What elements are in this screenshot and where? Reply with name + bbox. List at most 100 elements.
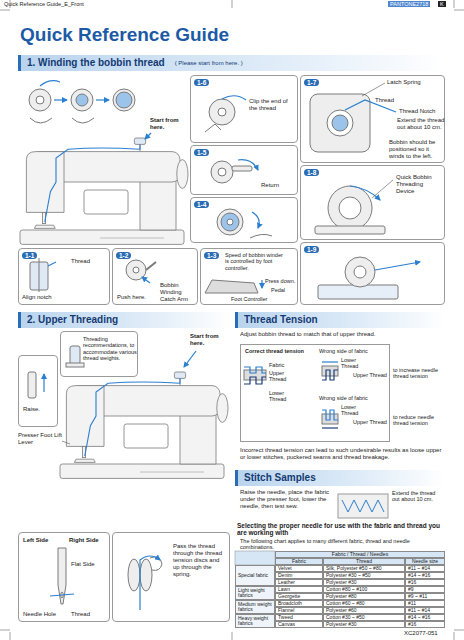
section-band: Thread Tension bbox=[235, 312, 445, 328]
instruction: The following chart applies to many diff… bbox=[240, 538, 445, 551]
caption: Raise. bbox=[23, 406, 55, 413]
print-header: Quick Reference Guide_E_Front bbox=[4, 1, 124, 7]
step-number: 1-3 bbox=[204, 252, 219, 259]
caption: Lower Thread bbox=[341, 357, 371, 370]
table-cell: Medium weight fabrics bbox=[235, 600, 275, 614]
table-cell: Polyester #30 bbox=[323, 579, 405, 586]
section-band: 2. Upper Threading bbox=[18, 312, 230, 328]
step-panel: 1-9 bbox=[300, 242, 445, 305]
section-heading: Thread Tension bbox=[244, 314, 318, 326]
caption: Thread bbox=[375, 97, 405, 104]
section-band: Stitch Samples bbox=[235, 470, 445, 486]
table-cell: Fabric / Thread / Needles bbox=[275, 551, 445, 558]
table-cell: Georgette bbox=[275, 593, 323, 600]
color-mark: K bbox=[438, 1, 446, 7]
caption: Lower Thread bbox=[269, 390, 301, 403]
step-number: 1-9 bbox=[304, 246, 319, 253]
tension-note: to increase needle thread tension bbox=[393, 367, 445, 380]
table-cell: Cotton #30 ~ #50 bbox=[323, 614, 405, 621]
caption: Threading recommendations, to accommodat… bbox=[83, 336, 137, 361]
color-mark: PANTONE2718 bbox=[388, 1, 430, 7]
caption: Needle Hole bbox=[23, 611, 67, 618]
caption: Upper Thread bbox=[269, 370, 301, 383]
caption: Lower Thread bbox=[341, 404, 371, 417]
instruction: Incorrect thread tension can lead to suc… bbox=[240, 447, 445, 461]
caption: Foot Controller bbox=[231, 296, 281, 302]
step-panel: Pass the thread through the thread tensi… bbox=[112, 532, 230, 622]
caption: Upper Thread bbox=[353, 372, 387, 378]
step-panel: 1-4 bbox=[190, 197, 298, 243]
caption: Pedal bbox=[271, 287, 295, 293]
caption: Fabric bbox=[269, 362, 299, 368]
table-cell: Polyester #30 bbox=[323, 621, 405, 628]
section-heading: 2. Upper Threading bbox=[27, 314, 118, 326]
step-panel: 1-5Return bbox=[190, 145, 298, 195]
table-cell: #9 bbox=[405, 586, 445, 593]
table-cell: Special fabric bbox=[235, 565, 275, 586]
caption: Press down. bbox=[265, 278, 297, 284]
caption: Bobbin Winding Catch Arm bbox=[160, 282, 197, 303]
caption: Speed of bobbin winder is controlled by … bbox=[225, 252, 283, 271]
step-number: 1-1 bbox=[22, 252, 37, 259]
step-number: 1-2 bbox=[116, 252, 131, 259]
step-number: 1-5 bbox=[194, 149, 209, 156]
table-cell: #11 ~ #14 bbox=[405, 565, 445, 572]
step-panel: 1-8Quick Bobbin Threading Device bbox=[300, 165, 445, 240]
caption: Clip the end of the thread bbox=[249, 98, 295, 112]
step-number: 1-7 bbox=[304, 79, 319, 86]
table-cell: Tweed bbox=[275, 614, 323, 621]
caption: Extend the thread out about 10 cm. bbox=[397, 117, 445, 131]
table-cell: #9 ~ #11 bbox=[405, 593, 445, 600]
table-cell: #14 ~ #16 bbox=[405, 572, 445, 579]
caption: Right Side bbox=[69, 537, 109, 544]
table-cell: Canvas bbox=[275, 621, 323, 628]
instruction: Raise the needle, place the fabric under… bbox=[240, 489, 336, 510]
page-title: Quick Reference Guide bbox=[20, 24, 229, 46]
table-cell: #16 bbox=[405, 579, 445, 586]
table-cell: Cotton #80 ~ #100 bbox=[323, 586, 405, 593]
section-heading: Stitch Samples bbox=[244, 472, 316, 484]
step-number: 1-6 bbox=[194, 79, 209, 86]
start-note: Start from here. bbox=[150, 117, 188, 131]
caption: Left Side bbox=[23, 537, 63, 544]
caption: Upper Thread bbox=[353, 419, 387, 425]
section-band: 1. Winding the bobbin thread ( Please sta… bbox=[18, 55, 445, 71]
tension-note: to reduce needle thread tension bbox=[393, 414, 445, 427]
step-number: 1-4 bbox=[194, 201, 209, 208]
caption: Wrong side of fabric bbox=[319, 348, 381, 354]
caption: Push here. bbox=[117, 294, 157, 301]
tension-diagram-box: Correct thread tensionFabricUpper Thread… bbox=[240, 344, 390, 442]
part-name: Presser Foot Lift Lever bbox=[18, 432, 62, 446]
table-cell: #16 bbox=[405, 621, 445, 628]
step-panel: 1-7Latch SpringThreadThread NotchExtend … bbox=[300, 75, 445, 163]
table-cell: Denim bbox=[275, 572, 323, 579]
caption: Correct thread tension bbox=[245, 348, 317, 354]
start-note: Start from here. bbox=[190, 333, 230, 347]
table-cell: Polyester #80 bbox=[323, 593, 405, 600]
section-heading: 1. Winding the bobbin thread bbox=[27, 57, 165, 69]
section-heading: Selecting the proper needle for use with… bbox=[237, 522, 445, 537]
table-cell: Velvet bbox=[275, 565, 323, 572]
table-cell: Light weight fabrics bbox=[235, 586, 275, 600]
caption: Align notch bbox=[22, 294, 72, 301]
table-cell: Polyester #30 ~ #50 bbox=[323, 572, 405, 579]
caption: Pass the thread through the thread tensi… bbox=[173, 543, 227, 577]
caption: Wrong side of fabric bbox=[319, 395, 381, 401]
table-cell: Heavy weight fabrics bbox=[235, 614, 275, 628]
table-cell: #11 bbox=[405, 600, 445, 607]
table-cell: Silk, Polyester #50 ~ #80 bbox=[323, 565, 405, 572]
caption: Return bbox=[261, 182, 293, 189]
instruction: Adjust bobbin thread to match that of up… bbox=[240, 331, 445, 338]
section-heading: ( Please start from here. ) bbox=[175, 60, 243, 67]
step-number: 1-8 bbox=[304, 169, 319, 176]
table-cell: Thread bbox=[323, 558, 405, 565]
table-cell: Needle size bbox=[405, 558, 445, 565]
table-cell: Fabric bbox=[275, 558, 323, 565]
step-panel: 1-1Align notchThread bbox=[18, 248, 110, 305]
table-cell: Lawn bbox=[275, 586, 323, 593]
table-cell: Leather bbox=[275, 579, 323, 586]
caption: Thread Notch bbox=[399, 108, 443, 115]
step-panel: Raise. bbox=[18, 355, 58, 427]
step-panel: Threading recommendations, to accommodat… bbox=[60, 331, 138, 377]
